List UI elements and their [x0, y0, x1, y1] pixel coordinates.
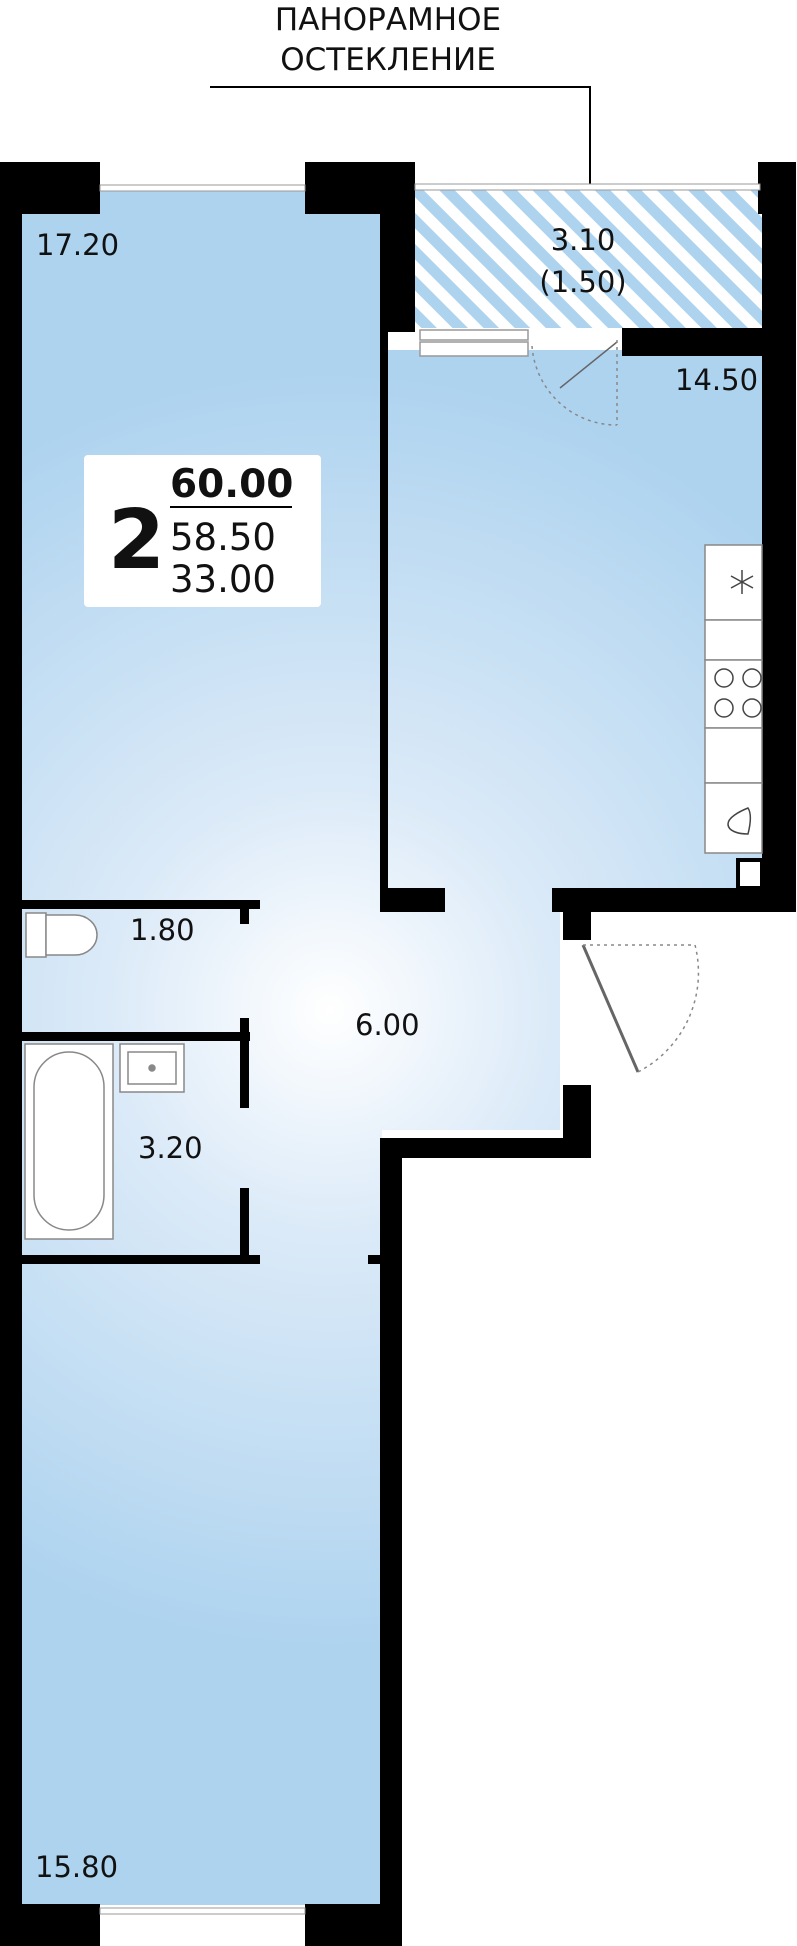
bath-area: 3.20 [138, 1131, 203, 1165]
hall-area: 6.00 [355, 1008, 420, 1042]
room-area-top: 17.20 [36, 228, 119, 262]
room-count: 2 [108, 493, 165, 588]
balcony-door [419, 329, 618, 426]
toilet-area: 1.80 [130, 913, 195, 947]
balcony-reduced-label: (1.50) [539, 265, 626, 299]
fridge-icon [730, 570, 754, 594]
balcony-area-label: 3.10 [551, 223, 616, 257]
kitchen-counter [704, 544, 764, 890]
sink-icon [727, 807, 752, 835]
reduced-area: 58.50 [170, 516, 276, 559]
living-area: 33.00 [170, 558, 276, 601]
balcony-area [412, 190, 762, 328]
toilet-icon [25, 912, 98, 958]
window-balcony [414, 183, 761, 191]
walls [0, 162, 796, 1946]
window-bottom [99, 1907, 306, 1915]
washbasin-icon [119, 1043, 185, 1093]
kitchen-area: 14.50 [675, 363, 758, 397]
stove-icon [714, 668, 762, 718]
bathtub-icon [24, 1043, 114, 1240]
total-area: 60.00 [170, 462, 293, 507]
summary-card: 2 60.00 58.50 33.00 [84, 455, 321, 607]
glazing-note-line2: ОСТЕКЛЕНИЕ [280, 42, 496, 78]
glazing-callout-line [210, 86, 591, 185]
glazing-note-line1: ПАНОРАМНОЕ [275, 2, 501, 38]
window-top [99, 184, 306, 192]
room-area-bottom: 15.80 [35, 1850, 118, 1884]
entrance-door [581, 944, 700, 1073]
